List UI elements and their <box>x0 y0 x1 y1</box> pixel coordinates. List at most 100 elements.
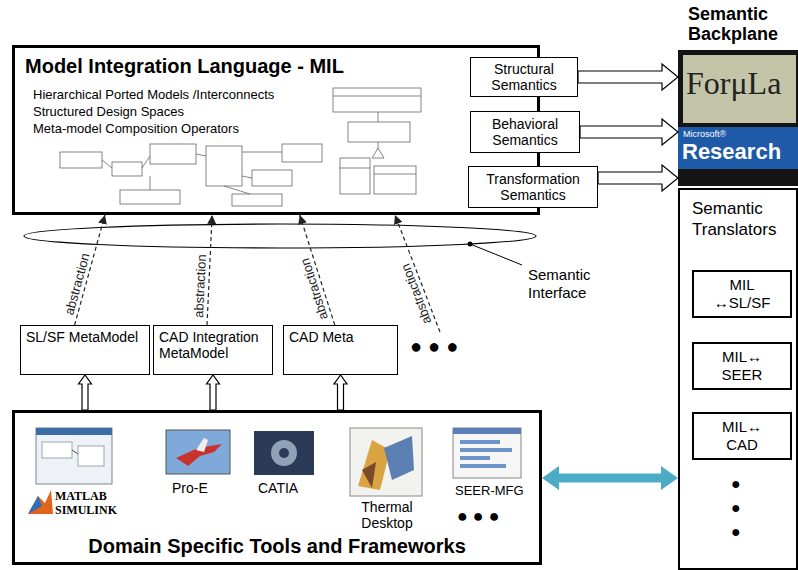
thermal-desktop-icon <box>350 428 422 496</box>
block-arrow <box>578 64 678 90</box>
pro-e-icon <box>166 430 230 474</box>
annotation: Semantic Interface <box>528 266 603 302</box>
abstraction-arrow-part <box>395 215 440 332</box>
matlab-icon-part <box>36 428 112 484</box>
seer-mfg-icon-part <box>460 464 506 468</box>
node-title: Semantic Backplane <box>688 4 796 44</box>
mil-sketch-part <box>372 148 384 158</box>
backplane-art-part <box>683 55 796 123</box>
node-title: MIL ↔SL/SF <box>708 276 776 312</box>
semantics-box: Behavioral Semantics <box>470 111 580 153</box>
mil-sketch-part <box>374 174 416 175</box>
semantics-box: Transformation Semantics <box>468 166 598 208</box>
thermal-desktop-icon-part <box>350 428 422 496</box>
backplane-panel: Semantic BackplaneForμLaMicrosoft®Resear… <box>678 50 798 186</box>
annotation: Thermal Desktop <box>352 499 422 531</box>
block-arrow <box>207 375 220 410</box>
mil-sketch-part <box>340 168 370 169</box>
thermal-desktop-icon-part <box>362 462 376 488</box>
metamodel-box: SL/SF MetaModel <box>20 325 150 375</box>
exchange-arrow <box>542 466 678 490</box>
mil-sketch-part <box>378 112 379 122</box>
pro-e-icon-part <box>166 430 230 474</box>
annotation: MATLAB SIMULINK <box>55 489 125 517</box>
seer-mfg-icon-part <box>460 440 500 444</box>
mil-sketch-part <box>206 146 242 186</box>
node-title: MIL↔ SEER <box>708 348 776 384</box>
mil-sketch-part <box>196 154 206 156</box>
mil-sketch-part <box>112 162 142 176</box>
node-title: Domain Specific Tools and Frameworks <box>15 534 539 558</box>
mil-sketch-part <box>242 176 252 178</box>
matlab-icon-part <box>78 446 104 466</box>
metamodel-box: CAD Integration MetaModel <box>153 325 273 375</box>
metamodel-box: CAD Meta <box>283 325 398 375</box>
node-text: Structured Design Spaces <box>33 103 527 120</box>
catia-icon <box>254 431 314 475</box>
node-title: SL/SF MetaModel <box>26 329 144 345</box>
mil-sketch-part <box>120 190 180 204</box>
node-title: Transformation Semantics <box>475 171 591 203</box>
node-title: MIL↔ CAD <box>708 418 776 454</box>
mil-sketch-part <box>333 88 421 112</box>
node-text: Research <box>682 139 781 165</box>
mil-sketch-part <box>142 156 150 168</box>
node-text: Meta-model Composition Operators <box>33 120 527 137</box>
matlab-icon-part <box>72 450 78 454</box>
matlab-icon-part <box>28 496 42 514</box>
matlab-icon-part <box>42 442 72 458</box>
translator-box: MIL ↔SL/SF <box>692 270 792 318</box>
edge-label: abstraction <box>191 253 209 319</box>
mil-sketch-part <box>348 122 410 142</box>
edge-label: abstraction <box>61 250 93 317</box>
annotation: Pro-E <box>172 479 208 497</box>
backplane-art-part <box>678 50 798 186</box>
seer-mfg-icon-part <box>460 456 490 460</box>
mil-sketch-part <box>282 144 322 162</box>
block-arrow <box>79 375 92 410</box>
annotation: SEER-MFG <box>455 483 524 499</box>
seer-mfg-icon-part <box>453 428 521 478</box>
annotation: CATIA <box>258 479 298 497</box>
translator-box: MIL↔ CAD <box>692 412 792 460</box>
pro-e-icon-part <box>196 438 208 452</box>
seer-mfg-icon-part <box>460 448 512 452</box>
seer-mfg-icon-part <box>453 428 521 434</box>
mil-sketch-part <box>374 166 416 194</box>
mil-sketch-part <box>340 158 370 194</box>
node-title: Semantic Translators <box>692 198 792 240</box>
node-title: Behavioral Semantics <box>477 116 573 148</box>
thermal-desktop-icon-part <box>384 436 414 480</box>
annotation: ● <box>731 498 741 518</box>
integration-panel: Model Integration Language - MILHierarch… <box>12 45 540 215</box>
semantic-interface-ring-part <box>470 244 522 265</box>
mil-sketch-part <box>333 96 421 97</box>
node-text: Microsoft® <box>683 129 726 139</box>
node-text: ForμLa <box>686 64 781 102</box>
mil-sketch-part <box>252 170 292 186</box>
node-title: CAD Meta <box>289 329 392 345</box>
mil-sketch-part <box>102 160 112 168</box>
backplane-art <box>678 50 798 186</box>
matlab-icon-part <box>36 428 112 435</box>
annotation: abstraction <box>397 261 435 328</box>
node-title: CAD Integration MetaModel <box>159 329 267 361</box>
translator-box: MIL↔ SEER <box>692 342 792 390</box>
matlab-icon-part <box>28 490 53 514</box>
mil-sketch-part <box>232 194 282 206</box>
block-arrow <box>580 119 678 145</box>
edge-label: abstraction <box>297 256 331 323</box>
annotation: ●●● <box>410 334 464 359</box>
mil-sketch-part <box>242 152 282 153</box>
semantics-box: Structural Semantics <box>470 57 578 97</box>
catia-icon-part <box>254 431 314 475</box>
block-arrow <box>334 375 347 410</box>
catia-icon-part <box>271 440 297 466</box>
semantic-interface-ring-part <box>24 224 536 248</box>
mil-sketch-part <box>224 186 250 194</box>
annotation: ● <box>731 474 741 494</box>
catia-icon-part <box>279 448 289 458</box>
annotation: ● <box>731 522 741 542</box>
mil-sketch-part <box>60 152 102 168</box>
backplane-art-part <box>678 127 798 169</box>
